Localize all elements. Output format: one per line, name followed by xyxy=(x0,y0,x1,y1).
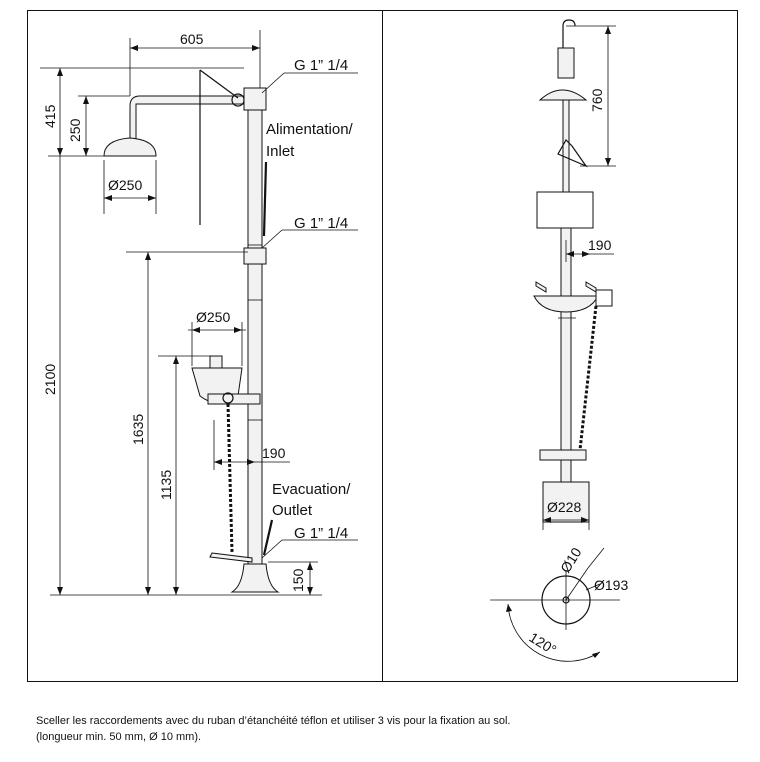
foot-pedal xyxy=(209,552,253,563)
inlet-label-en: Inlet xyxy=(266,143,295,160)
dim-250: 250 xyxy=(67,118,83,142)
dim-415: 415 xyxy=(42,104,58,128)
shower-head-front xyxy=(538,89,588,101)
eyewash-bowl-front xyxy=(533,295,599,313)
footer-note-line2: (longueur min. 50 mm, Ø 10 mm). xyxy=(36,731,202,743)
dim-dia-10: Ø10 xyxy=(557,544,585,575)
dim-dia-193: Ø193 xyxy=(594,577,628,593)
outlet-label-en: Outlet xyxy=(272,502,313,519)
dim-dia-bowl: Ø250 xyxy=(196,309,230,325)
dim-1135: 1135 xyxy=(158,470,174,500)
dim-760: 760 xyxy=(589,88,605,112)
dim-angle: 120° xyxy=(526,629,559,658)
inlet-label-fr: Alimentation/ xyxy=(266,121,354,138)
dim-dia-base: Ø228 xyxy=(547,499,581,515)
base-flange xyxy=(230,563,280,593)
shower-arm xyxy=(129,95,245,141)
dim-1635: 1635 xyxy=(130,414,146,445)
pull-handle xyxy=(557,139,588,168)
outlet-label-fr: Evacuation/ xyxy=(272,481,351,498)
right-view: 760 190 Ø228 Ø10 Ø xyxy=(490,19,628,662)
thread-label-mid: G 1” 1/4 xyxy=(294,215,348,232)
pull-chain-front xyxy=(578,305,598,451)
dim-dia-shower: Ø250 xyxy=(108,177,142,193)
dim-605: 605 xyxy=(180,31,204,47)
sign-box xyxy=(536,191,594,229)
pull-chain xyxy=(226,403,234,553)
foot-pedal-front xyxy=(539,449,587,461)
dim-190-right: 190 xyxy=(588,237,612,253)
shower-head xyxy=(103,137,157,157)
left-view: 605 415 250 Ø250 2100 1635 Ø250 xyxy=(40,30,358,596)
thread-label-top: G 1” 1/4 xyxy=(294,57,348,74)
angle-arc xyxy=(507,603,601,662)
dim-190-left: 190 xyxy=(262,445,286,461)
dim-2100: 2100 xyxy=(42,364,58,395)
dim-150: 150 xyxy=(290,568,306,592)
thread-label-bottom: G 1” 1/4 xyxy=(294,525,348,542)
view-divider xyxy=(382,10,383,682)
main-pipe xyxy=(247,93,263,565)
footer-note-line1: Sceller les raccordements avec du ruban … xyxy=(36,715,511,727)
